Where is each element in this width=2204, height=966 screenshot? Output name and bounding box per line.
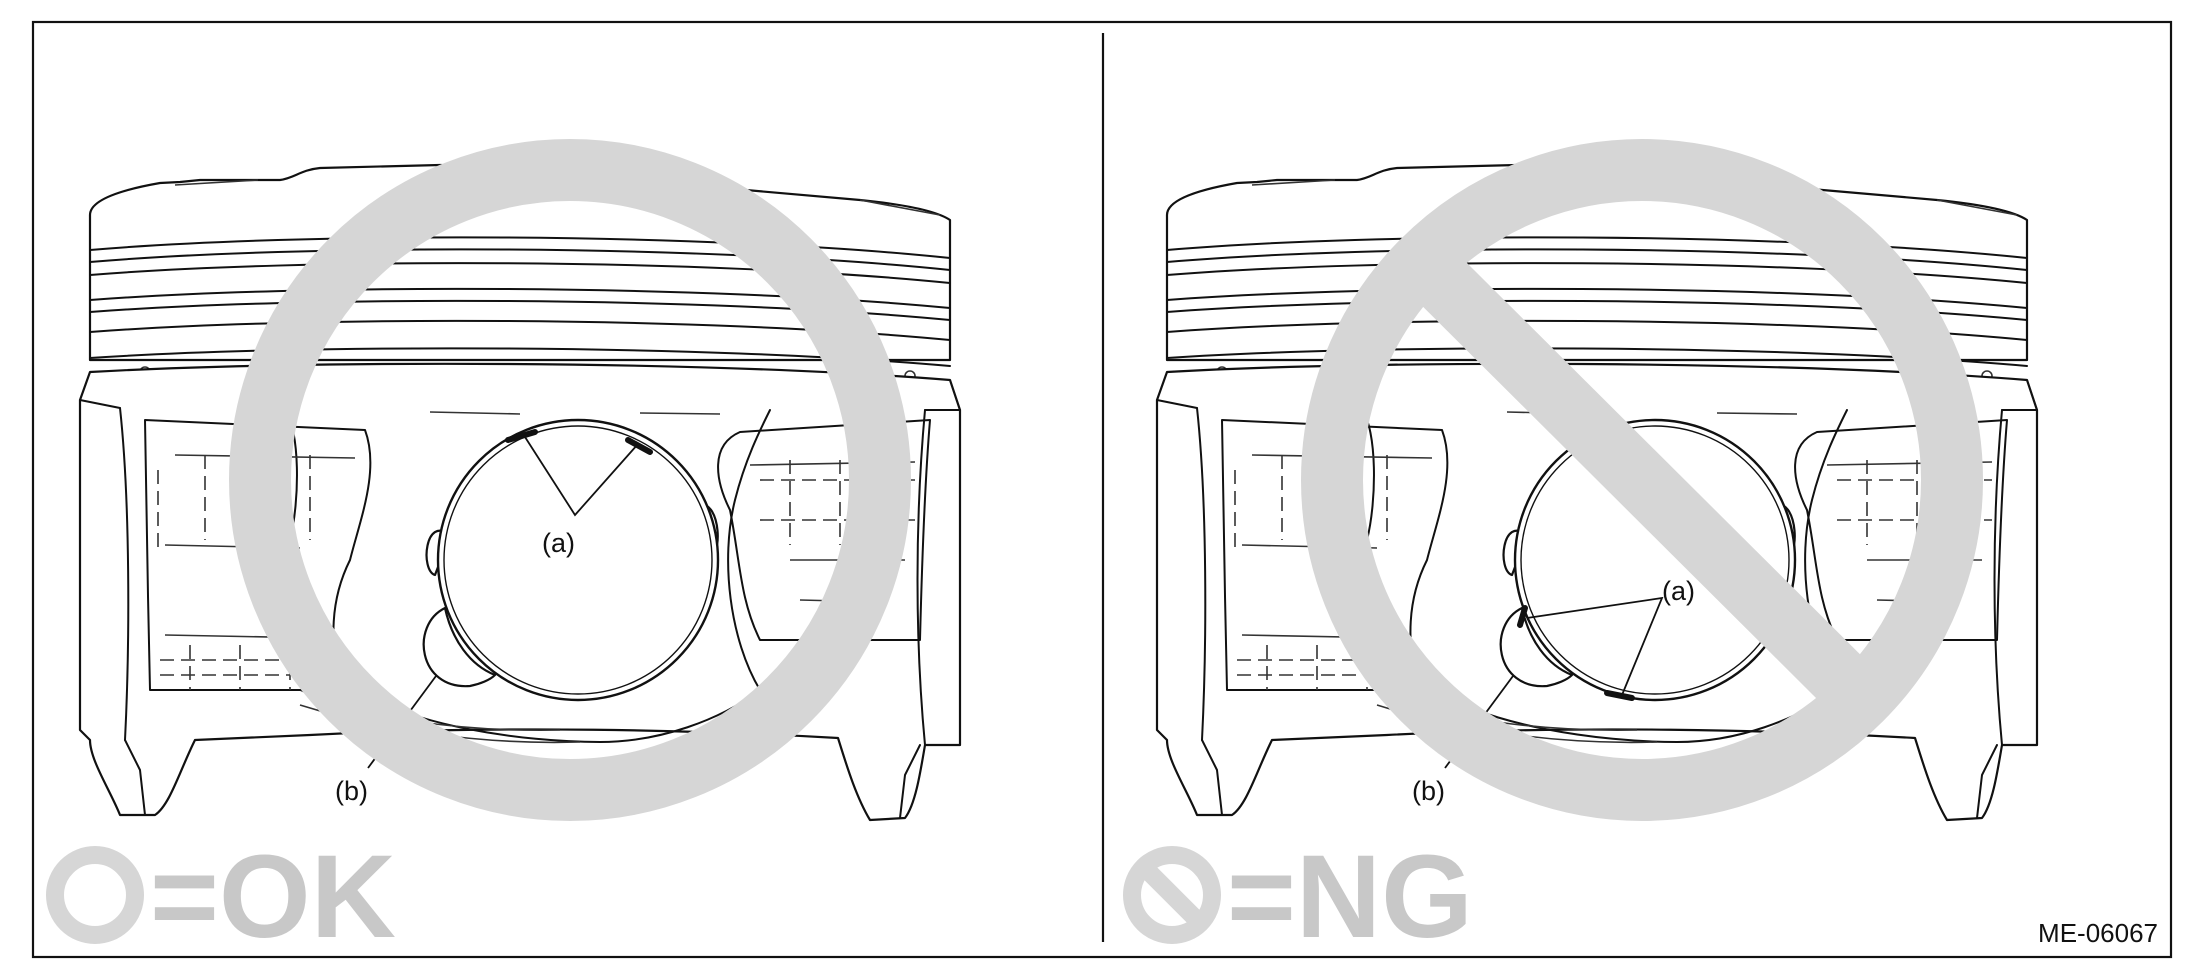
ok-symbol-icon [46, 846, 144, 944]
callout-a-ng: (a) [1662, 576, 1695, 606]
callout-b-ok: (b) [335, 776, 368, 806]
panel-ok: (a) (b) =OK [46, 139, 962, 963]
callout-a-ok: (a) [542, 528, 575, 558]
ng-symbol-icon [1123, 846, 1221, 944]
callout-b-ng: (b) [1412, 776, 1445, 806]
ok-watermark-circle [229, 139, 911, 821]
gap-mark-ng-1 [1517, 605, 1528, 628]
figure-code: ME-06067 [2038, 918, 2158, 948]
pin-bore-ng [1513, 418, 1797, 702]
gap-mark-ok-2 [625, 437, 653, 455]
pin-bore-ok [436, 418, 720, 702]
leader-a-ok [524, 436, 639, 517]
panel-ng: (a) (b) =NG [1123, 139, 2039, 963]
outer-frame [31, 20, 2173, 959]
gap-mark-ok-1 [505, 429, 538, 443]
gap-mark-ng-2 [1604, 690, 1635, 701]
ng-watermark-circle [1301, 139, 1983, 821]
ng-legend-text: =NG [1227, 831, 1473, 963]
leader-a-ng [1526, 596, 1664, 696]
circlip-notch-ok [422, 606, 497, 688]
ok-legend-text: =OK [150, 831, 396, 963]
ng-symbol-slash [1138, 861, 1206, 929]
ng-watermark-slash [1400, 240, 1884, 722]
